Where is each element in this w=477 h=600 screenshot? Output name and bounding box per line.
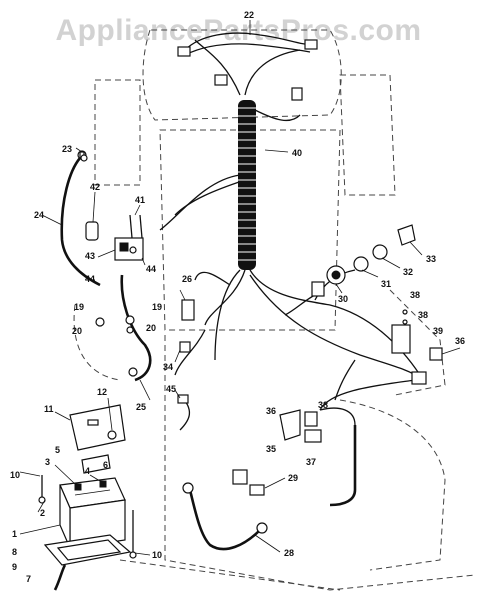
- callout-label: 2: [40, 508, 45, 518]
- callout-label: 29: [288, 473, 298, 483]
- callout-label: 25: [136, 402, 146, 412]
- callout-labels: 22 40 23 24 42 41 43 44 44 19 19 20 20 2…: [10, 10, 465, 584]
- ignition-parts: [326, 224, 416, 285]
- seat-switch: [279, 409, 322, 443]
- callout-label: 19: [152, 302, 162, 312]
- callout-label: 19: [74, 302, 84, 312]
- callout-label: 44: [85, 274, 95, 284]
- bolts: [38, 475, 137, 559]
- callout-label: 23: [62, 144, 72, 154]
- callout-label: 9: [12, 562, 17, 572]
- callout-label: 24: [34, 210, 44, 220]
- cable-24: [60, 157, 101, 287]
- callout-label: 41: [135, 195, 145, 205]
- callout-label: 22: [244, 10, 254, 20]
- callout-label: 7: [26, 574, 31, 584]
- callout-label: 28: [284, 548, 294, 558]
- callout-label: 38: [410, 290, 420, 300]
- switch-bracket: [391, 309, 443, 361]
- leader-lines: [19, 20, 461, 556]
- callout-label: 6: [103, 460, 108, 470]
- callout-label: 39: [433, 326, 443, 336]
- callout-label: 37: [306, 457, 316, 467]
- callout-label: 38: [418, 310, 428, 320]
- callout-label: 44: [146, 264, 156, 274]
- callout-label: 36: [455, 336, 465, 346]
- solenoid-43: [85, 214, 144, 261]
- connectors: [177, 281, 427, 404]
- callout-label: 35: [266, 444, 276, 454]
- wire-harness: [159, 39, 421, 431]
- callout-label: 33: [426, 254, 436, 264]
- callout-label: 3: [45, 457, 50, 467]
- callout-label: 20: [146, 323, 156, 333]
- callout-label: 12: [97, 387, 107, 397]
- callout-label: 40: [292, 148, 302, 158]
- corrugated-loom: [238, 100, 256, 270]
- callout-label: 26: [182, 274, 192, 284]
- callout-label: 10: [152, 550, 162, 560]
- right-loom: [329, 425, 357, 507]
- callout-label: 10: [10, 470, 20, 480]
- callout-label: 38: [318, 400, 328, 410]
- callout-label: 45: [166, 384, 176, 394]
- switch-29: [232, 469, 265, 496]
- wire-7: [53, 564, 67, 591]
- cable-28: [188, 489, 261, 551]
- callout-label: 30: [338, 294, 348, 304]
- callout-label: 1: [12, 529, 17, 539]
- battery-bracket: [69, 404, 126, 451]
- callout-label: 11: [44, 404, 54, 414]
- headlight-harness: [177, 32, 318, 101]
- callout-label: 32: [403, 267, 413, 277]
- callout-label: 36: [266, 406, 276, 416]
- callout-label: 31: [381, 279, 391, 289]
- callout-label: 34: [163, 362, 173, 372]
- callout-label: 5: [55, 445, 60, 455]
- fasteners: [80, 154, 135, 334]
- callout-label: 43: [85, 251, 95, 261]
- callout-label: 42: [90, 182, 100, 192]
- callout-label: 20: [72, 326, 82, 336]
- frame-outline: [73, 29, 476, 591]
- callout-label: 4: [85, 466, 90, 476]
- callout-label: 8: [12, 547, 17, 557]
- battery-cover: [81, 454, 111, 474]
- cable-25: [120, 274, 152, 382]
